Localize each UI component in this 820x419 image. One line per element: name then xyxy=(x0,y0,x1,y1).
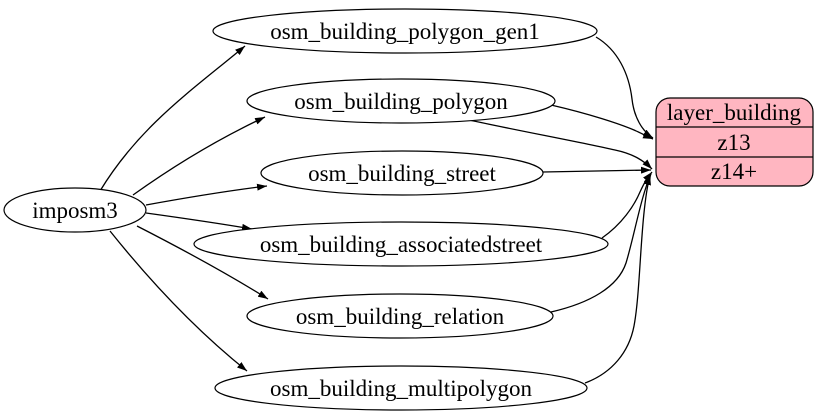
imposm3-ellipse xyxy=(3,187,147,233)
layer_building-row-z13: z13 xyxy=(717,130,750,155)
node-layer_building: layer_building z13 z14+ xyxy=(655,97,814,187)
edge-osm_building_polygon-to-z13 xyxy=(550,104,654,140)
osm_building_street-ellipse xyxy=(260,150,544,196)
osm_building_polygon_gen1-label: osm_building_polygon_gen1 xyxy=(270,19,540,44)
edge-imposm3-to-osm_building_associatedstreet xyxy=(145,212,253,231)
osm_building_multipolygon-ellipse xyxy=(214,365,588,411)
osm_building_street-label: osm_building_street xyxy=(308,161,496,186)
edge-osm_building_polygon-to-z14 xyxy=(468,119,653,170)
edge-imposm3-to-osm_building_polygon_gen1 xyxy=(99,45,246,192)
edge-osm_building_street-to-z14 xyxy=(542,166,652,174)
edge-osm_building_multipolygon-to-z14 xyxy=(584,174,651,384)
edge-imposm3-to-osm_building_polygon xyxy=(132,116,266,196)
osm_building_polygon-label: osm_building_polygon xyxy=(294,89,508,114)
edge-osm_building_relation-to-z14 xyxy=(550,173,652,313)
edge-imposm3-to-osm_building_multipolygon xyxy=(109,230,248,372)
osm_building_polygon_gen1-ellipse xyxy=(212,8,598,54)
layer_building-title: layer_building xyxy=(667,100,802,125)
edge-imposm3-to-osm_building_street xyxy=(145,183,268,206)
node-imposm3: imposm3 xyxy=(3,187,147,233)
osm_building_relation-label: osm_building_relation xyxy=(296,304,505,329)
node-osm_building_multipolygon: osm_building_multipolygon xyxy=(214,365,588,411)
osm_building_associatedstreet-label: osm_building_associatedstreet xyxy=(260,232,543,257)
edge-osm_building_polygon_gen1-to-z13 xyxy=(595,36,654,139)
osm_building_associatedstreet-ellipse xyxy=(193,221,609,267)
edge-imposm3-to-osm_building_relation xyxy=(136,225,269,300)
osm_building_relation-ellipse xyxy=(246,293,554,339)
node-osm_building_street: osm_building_street xyxy=(260,150,544,196)
node-osm_building_associatedstreet: osm_building_associatedstreet xyxy=(193,221,609,267)
osm_building_multipolygon-label: osm_building_multipolygon xyxy=(270,376,532,401)
node-osm_building_relation: osm_building_relation xyxy=(246,293,554,339)
imposm3-label: imposm3 xyxy=(32,198,118,223)
node-osm_building_polygon_gen1: osm_building_polygon_gen1 xyxy=(212,8,598,54)
node-osm_building_polygon: osm_building_polygon xyxy=(246,78,556,124)
layer_building-row-z14: z14+ xyxy=(711,159,757,184)
layer_building-box xyxy=(655,97,814,187)
osm_building_polygon-ellipse xyxy=(246,78,556,124)
